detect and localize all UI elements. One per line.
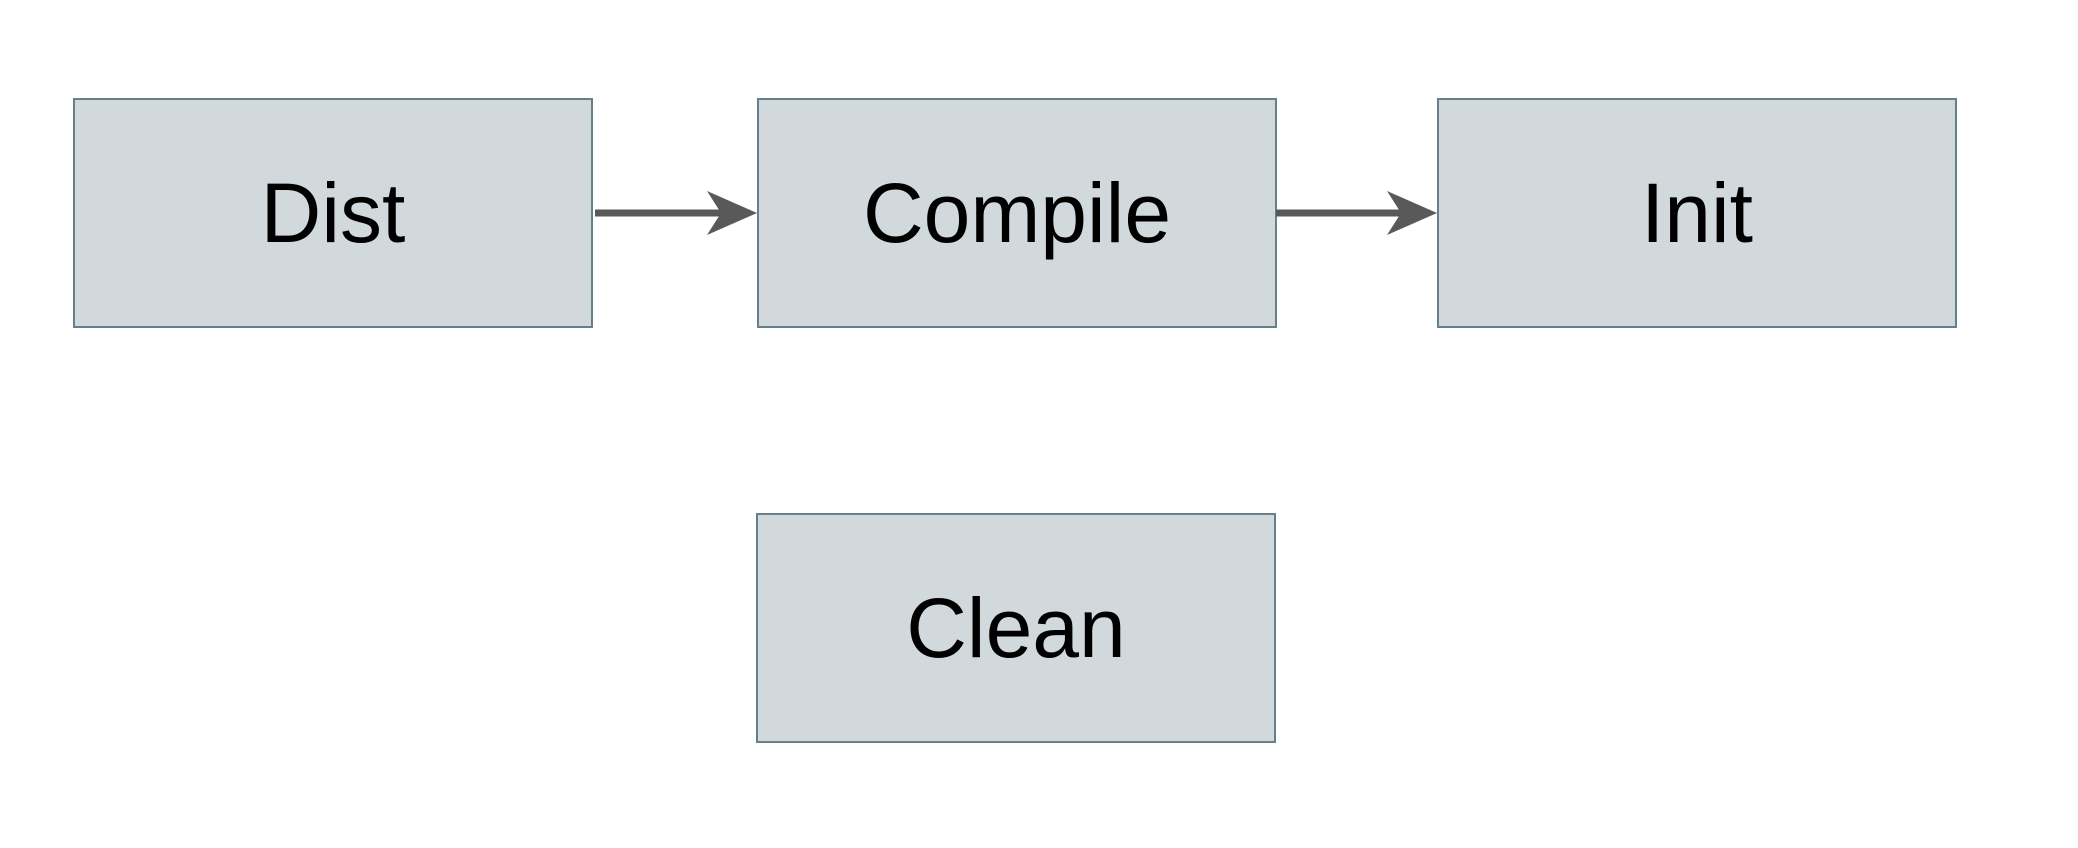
node-clean[interactable]: Clean xyxy=(756,513,1276,743)
arrow-compile-to-init-icon xyxy=(1276,191,1437,235)
node-clean-label: Clean xyxy=(906,581,1126,675)
node-compile[interactable]: Compile xyxy=(757,98,1277,328)
node-dist-label: Dist xyxy=(260,166,406,260)
node-dist[interactable]: Dist xyxy=(73,98,593,328)
node-init[interactable]: Init xyxy=(1437,98,1957,328)
node-compile-label: Compile xyxy=(862,166,1172,260)
node-init-label: Init xyxy=(1640,166,1754,260)
arrow-dist-to-compile-icon xyxy=(595,191,757,235)
